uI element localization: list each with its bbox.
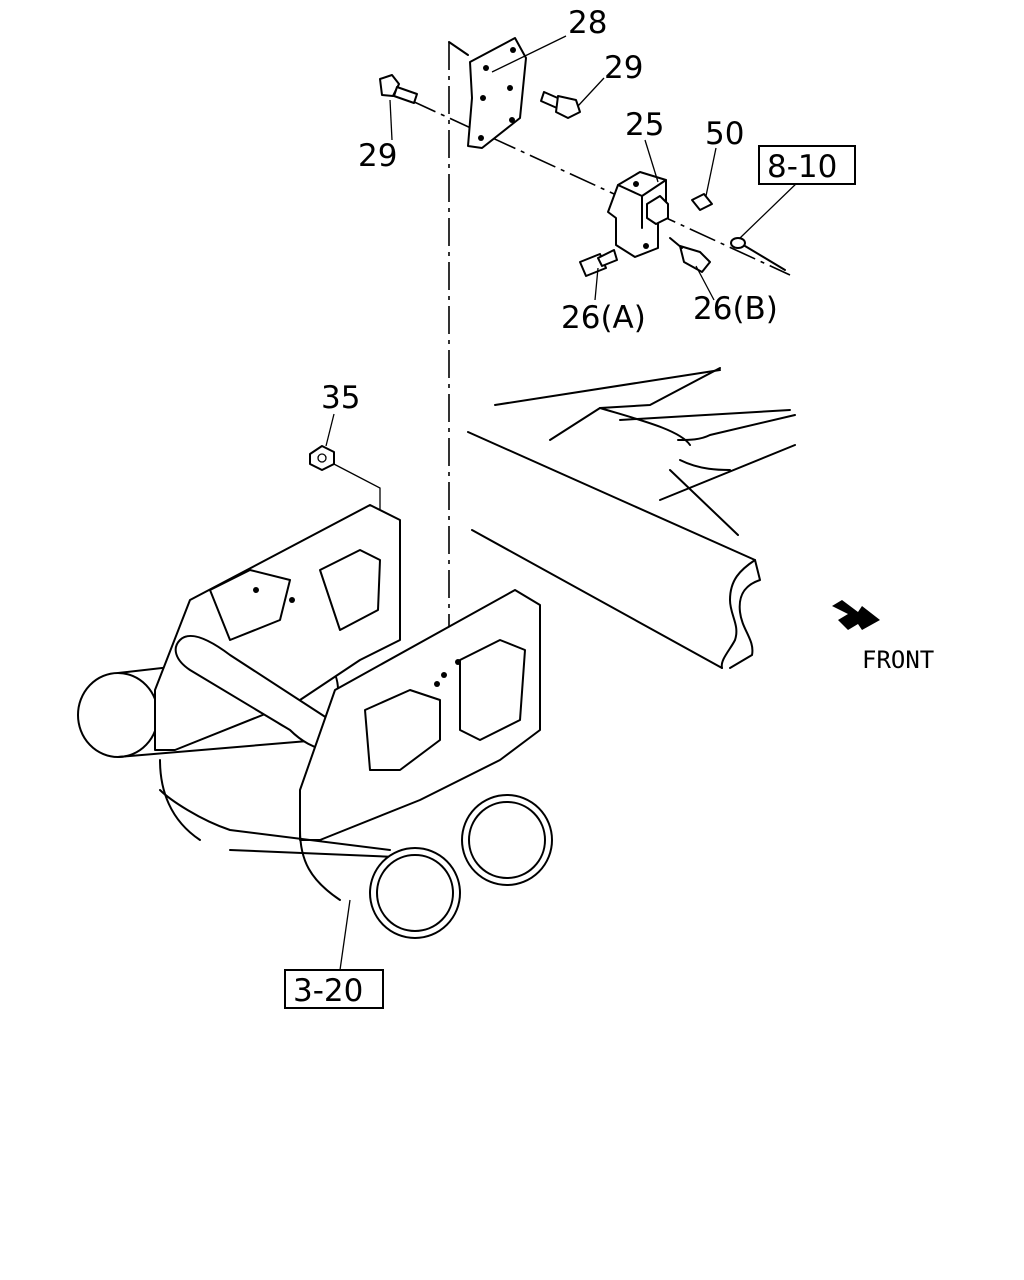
- label-part-50: 50: [705, 116, 744, 152]
- frame-rail: [467, 367, 796, 669]
- label-part-25: 25: [625, 107, 664, 143]
- valve-25: [607, 171, 669, 258]
- label-part-35: 35: [321, 380, 360, 416]
- fitting-50: [691, 193, 713, 211]
- hose-end: [730, 237, 786, 271]
- label-ref-8-10: 8-10: [767, 149, 837, 185]
- ref-box-8-10[interactable]: 8-10: [758, 145, 856, 185]
- label-front: FRONT: [862, 646, 934, 674]
- nut-35: [309, 445, 335, 471]
- bolt-29-left: [379, 74, 418, 104]
- label-ref-3-20: 3-20: [293, 973, 363, 1009]
- fitting-26a: [579, 249, 618, 277]
- label-part-29-right: 29: [604, 50, 643, 86]
- bolt-29-right: [540, 91, 581, 119]
- label-part-26b: 26(B): [693, 291, 778, 327]
- front-arrow-icon: [832, 600, 880, 630]
- fitting-26b: [669, 237, 711, 273]
- suspension-assembly: [77, 504, 553, 939]
- ref-box-3-20[interactable]: 3-20: [284, 969, 384, 1009]
- bracket-28: [467, 37, 527, 149]
- front-indicator: FRONT: [832, 600, 934, 674]
- callout-leaders: [325, 35, 801, 971]
- label-part-29-left: 29: [358, 138, 397, 174]
- label-part-26a: 26(A): [561, 300, 646, 336]
- label-part-28: 28: [568, 5, 607, 41]
